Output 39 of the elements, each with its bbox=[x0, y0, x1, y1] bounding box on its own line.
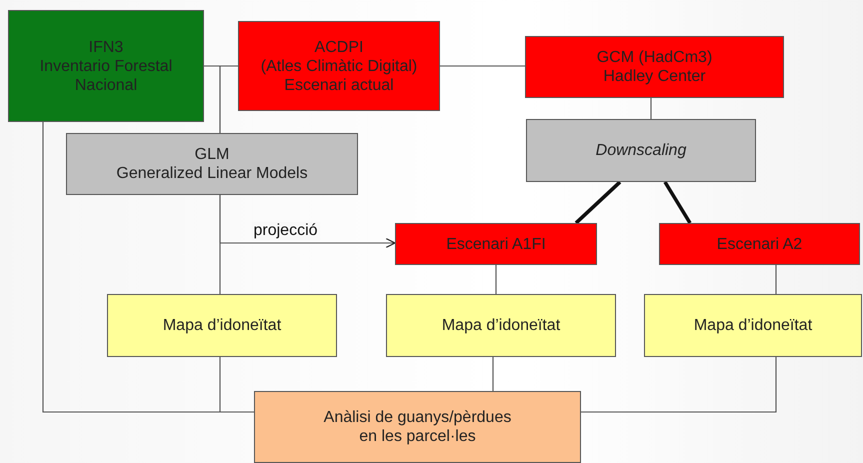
source-box bbox=[238, 21, 440, 111]
connector-line bbox=[492, 357, 494, 391]
node-text: Generalized Linear Models bbox=[116, 164, 308, 183]
node-text: ACDPI bbox=[314, 38, 364, 56]
node-text: Downscaling bbox=[596, 141, 686, 160]
node-text: Anàlisi de guanys/pèrdues en les parcel·les bbox=[322, 408, 512, 446]
map-box bbox=[107, 294, 337, 357]
map-box bbox=[644, 294, 862, 357]
process-box bbox=[526, 119, 756, 182]
edge-label: projecció bbox=[252, 222, 320, 240]
node-text: IFN3 bbox=[88, 38, 124, 56]
node-text: Inventario Forestal Nacional bbox=[38, 56, 174, 94]
node-text: Mapa d’idoneïtat bbox=[442, 316, 560, 335]
connector-line bbox=[219, 195, 221, 294]
node-text: Mapa d’idoneïtat bbox=[162, 316, 282, 335]
connector-line bbox=[440, 65, 525, 67]
source-box bbox=[8, 10, 204, 122]
process-box bbox=[66, 133, 358, 195]
connector-line bbox=[495, 265, 497, 294]
model-box bbox=[525, 36, 784, 98]
node-text: Escenari A2 bbox=[716, 234, 802, 254]
node-text: Hadley Center bbox=[603, 67, 706, 86]
node-text: Mapa d’idoneïtat bbox=[694, 316, 812, 335]
node-text: (Atles Climàtic Digital) bbox=[260, 56, 418, 76]
connector-line bbox=[650, 98, 652, 119]
connector-line bbox=[775, 265, 777, 294]
scenario-box bbox=[395, 223, 597, 265]
analysis-box bbox=[254, 391, 581, 463]
node-text: GCM (HadCm3) bbox=[596, 48, 712, 67]
node-text: GLM bbox=[194, 145, 230, 164]
map-box bbox=[386, 294, 616, 357]
connector-line bbox=[663, 181, 692, 224]
connector-line bbox=[219, 357, 254, 413]
connector-line bbox=[581, 357, 777, 413]
node-text: Escenari A1FI bbox=[446, 234, 546, 254]
scenario-box bbox=[659, 223, 860, 265]
node-text: Escenari actual bbox=[284, 76, 394, 94]
connector-line bbox=[219, 65, 238, 133]
connector-line bbox=[574, 180, 622, 224]
